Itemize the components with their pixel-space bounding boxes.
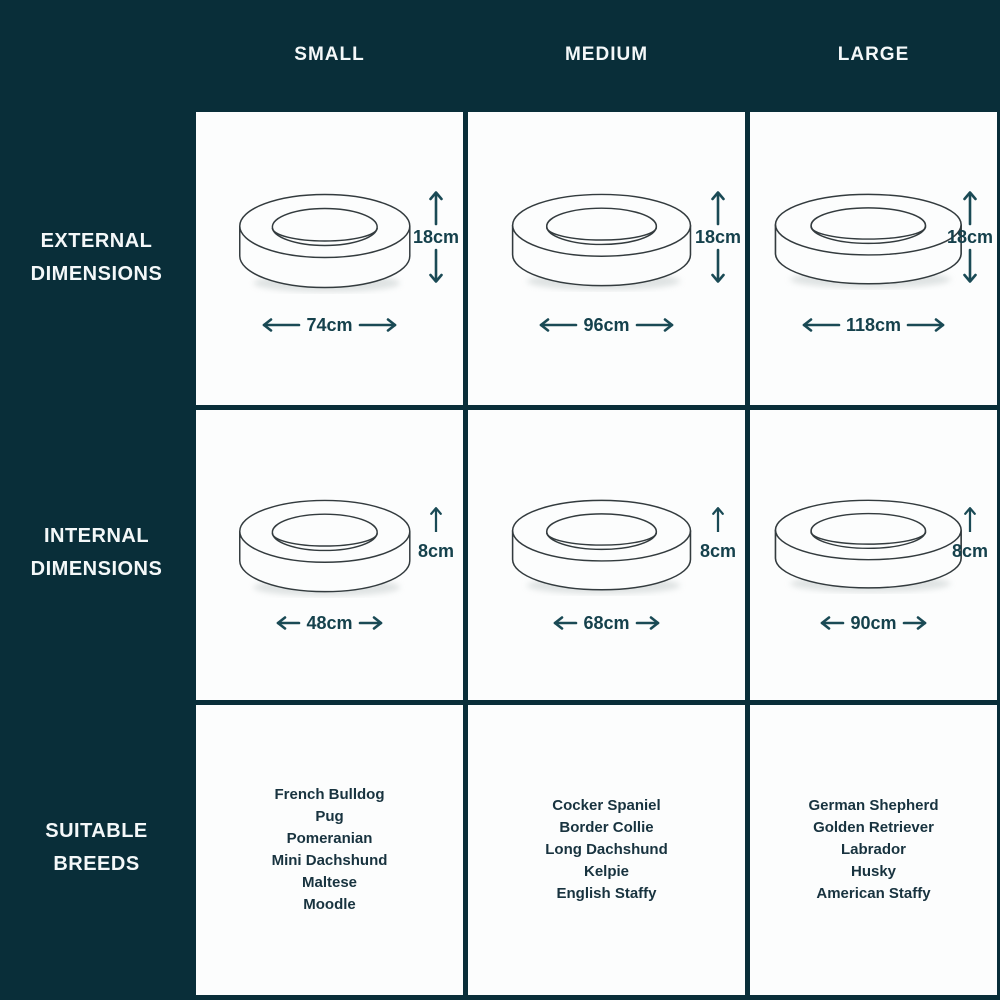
row-label-line: SUITABLE bbox=[45, 819, 148, 842]
column-header-large: LARGE bbox=[837, 44, 910, 65]
arrow-left-icon bbox=[277, 616, 301, 630]
width-dimension: 90cm bbox=[750, 610, 997, 636]
row-label-line: BREEDS bbox=[53, 852, 140, 875]
row-label-line: INTERNAL bbox=[43, 524, 150, 547]
arrow-left-icon bbox=[263, 318, 301, 332]
width-value: 90cm bbox=[850, 612, 897, 633]
breed-name: Pomeranian bbox=[286, 830, 373, 847]
row-label-line: EXTERNAL bbox=[40, 229, 153, 252]
arrow-right-icon bbox=[635, 616, 659, 630]
height-dimension: 18cm bbox=[691, 190, 745, 284]
breed-name: French Bulldog bbox=[274, 786, 385, 803]
arrow-right-icon bbox=[358, 616, 382, 630]
breed-name: Long Dachshund bbox=[545, 841, 668, 858]
arrow-right-icon bbox=[358, 318, 396, 332]
width-dimension: 74cm bbox=[196, 312, 463, 338]
cell-internal-small: 8cm 48cm bbox=[196, 410, 463, 700]
arrow-up-icon bbox=[430, 507, 442, 532]
breed-name: English Staffy bbox=[556, 885, 657, 902]
cell-internal-medium: 8cm 68cm bbox=[468, 410, 745, 700]
dog-bed-illustration bbox=[773, 192, 963, 290]
width-dimension: 68cm bbox=[468, 610, 745, 636]
breed-name: Pug bbox=[315, 808, 344, 825]
width-value: 96cm bbox=[583, 314, 630, 335]
height-value: 8cm bbox=[417, 541, 455, 561]
height-value: 18cm bbox=[412, 227, 460, 247]
arrow-up-icon bbox=[429, 191, 443, 226]
breed-name: Border Collie bbox=[559, 819, 654, 836]
arrow-right-icon bbox=[906, 318, 945, 332]
breed-name: Mini Dachshund bbox=[271, 852, 388, 869]
height-dimension: 18cm bbox=[943, 190, 997, 284]
breed-name: Kelpie bbox=[583, 863, 629, 880]
width-value: 118cm bbox=[845, 314, 902, 335]
arrow-up-icon bbox=[964, 507, 976, 532]
cell-external-large: 18cm 118cm bbox=[750, 112, 997, 405]
width-dimension: 48cm bbox=[196, 610, 463, 636]
width-value: 48cm bbox=[306, 612, 353, 633]
dog-bed-illustration bbox=[510, 498, 692, 596]
width-value: 74cm bbox=[306, 314, 353, 335]
height-dimension: 8cm bbox=[409, 506, 463, 562]
row-label-external-dimensions: EXTERNAL DIMENSIONS bbox=[0, 110, 193, 405]
breed-name: Husky bbox=[850, 863, 897, 880]
arrow-left-icon bbox=[821, 616, 845, 630]
row-label-internal-dimensions: INTERNAL DIMENSIONS bbox=[0, 405, 193, 700]
width-dimension: 96cm bbox=[468, 312, 745, 338]
arrow-down-icon bbox=[963, 248, 977, 283]
arrow-left-icon bbox=[554, 616, 578, 630]
dog-bed-illustration bbox=[773, 498, 963, 594]
arrow-up-icon bbox=[711, 191, 725, 226]
arrow-up-icon bbox=[712, 507, 724, 532]
cell-internal-large: 8cm 90cm bbox=[750, 410, 997, 700]
arrow-right-icon bbox=[902, 616, 926, 630]
width-value: 68cm bbox=[583, 612, 630, 633]
row-label-suitable-breeds: SUITABLE BREEDS bbox=[0, 700, 193, 995]
breed-name: German Shepherd bbox=[808, 797, 939, 814]
breed-name: Moodle bbox=[303, 896, 356, 913]
cell-external-medium: 18cm 96cm bbox=[468, 112, 745, 405]
arrow-up-icon bbox=[963, 191, 977, 226]
breed-name: Labrador bbox=[840, 841, 906, 858]
dog-bed-illustration bbox=[510, 192, 692, 292]
arrow-down-icon bbox=[711, 248, 725, 283]
row-label-line: DIMENSIONS bbox=[30, 557, 163, 580]
arrow-down-icon bbox=[429, 248, 443, 283]
breed-name: Golden Retriever bbox=[813, 819, 934, 836]
arrow-left-icon bbox=[540, 318, 578, 332]
height-dimension: 18cm bbox=[409, 190, 463, 284]
breed-name: American Staffy bbox=[816, 885, 931, 902]
height-value: 18cm bbox=[946, 227, 994, 247]
arrow-right-icon bbox=[635, 318, 673, 332]
dog-bed-illustration bbox=[237, 192, 411, 294]
row-label-line: DIMENSIONS bbox=[30, 262, 163, 285]
height-value: 8cm bbox=[951, 541, 989, 561]
cell-external-small: 18cm 74cm bbox=[196, 112, 463, 405]
height-dimension: 8cm bbox=[943, 506, 997, 562]
column-header-medium: MEDIUM bbox=[564, 44, 649, 65]
column-header-small: SMALL bbox=[294, 44, 365, 65]
arrow-left-icon bbox=[802, 318, 841, 332]
height-value: 8cm bbox=[699, 541, 737, 561]
dog-bed-illustration bbox=[237, 498, 411, 598]
height-dimension: 8cm bbox=[691, 506, 745, 562]
breed-name: Maltese bbox=[301, 874, 358, 891]
width-dimension: 118cm bbox=[750, 312, 997, 338]
breed-name: Cocker Spaniel bbox=[552, 797, 661, 814]
height-value: 18cm bbox=[694, 227, 742, 247]
